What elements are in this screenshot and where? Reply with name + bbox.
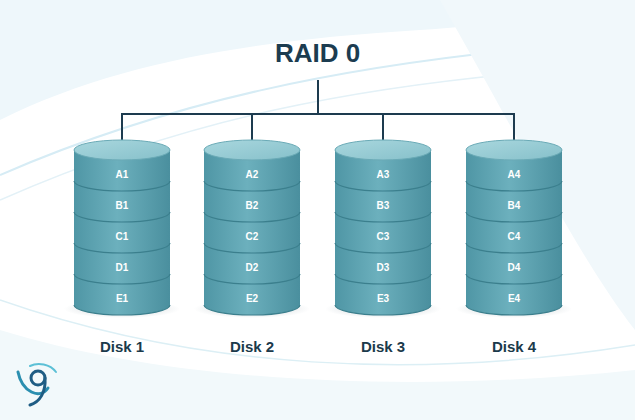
disk-label: Disk 1 — [63, 338, 181, 355]
disk-platter: A2 — [203, 140, 301, 191]
diagram-title: RAID 0 — [0, 38, 635, 69]
platter-shape — [203, 140, 301, 191]
disk-platter: A4 — [465, 140, 563, 191]
block-label: A2 — [203, 140, 301, 181]
block-label: A3 — [334, 140, 432, 181]
tree-lines — [122, 80, 514, 140]
disk-label: Disk 3 — [324, 338, 442, 355]
disk-label: Disk 2 — [193, 338, 311, 355]
disk-stack: A3B3C3D3E3Disk 3 — [334, 140, 432, 365]
block-label: A4 — [465, 140, 563, 181]
platter-shape — [73, 140, 171, 191]
disk-label: Disk 4 — [455, 338, 573, 355]
logo — [18, 364, 56, 405]
platter-shape — [465, 140, 563, 191]
disk-stack: A4B4C4D4E4Disk 4 — [465, 140, 563, 365]
platter-shape — [334, 140, 432, 191]
block-label: A1 — [73, 140, 171, 181]
disk-stack: A1B1C1D1E1Disk 1 — [73, 140, 171, 365]
disk-platter: A1 — [73, 140, 171, 191]
disk-stack: A2B2C2D2E2Disk 2 — [203, 140, 301, 365]
disk-platter: A3 — [334, 140, 432, 191]
